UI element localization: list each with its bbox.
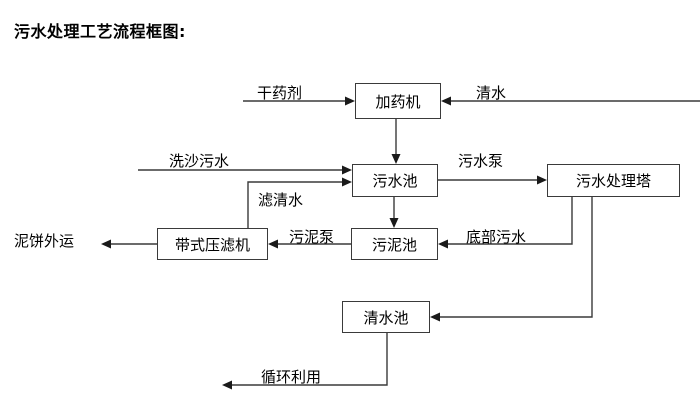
edge-label-dry-agent: 干药剂 (257, 84, 303, 102)
arrowhead-sand-wash (342, 165, 352, 175)
arrowhead-bottom-sewage (438, 239, 448, 249)
edge-tower-to-clear-pond (436, 197, 593, 318)
edge-label-bottom-sewage: 底部污水 (466, 228, 527, 246)
arrowhead-sewage-to-sludge (389, 218, 399, 228)
node-label: 清水池 (363, 308, 409, 327)
node-clear-water-pond[interactable]: 清水池 (342, 301, 430, 333)
arrowhead-dry-agent (345, 96, 355, 106)
edge-clear-pond-recycle (229, 333, 388, 386)
node-belt-filter-press[interactable]: 带式压滤机 (157, 228, 268, 260)
arrowhead-clean-water (441, 96, 451, 106)
node-label: 带式压滤机 (174, 235, 250, 254)
node-label: 加药机 (375, 92, 421, 111)
edge-label-sand-wash-sewage: 洗沙污水 (169, 152, 230, 170)
page-title: 污水处理工艺流程框图: (14, 22, 186, 41)
terminal-label-cake-out: 泥饼外运 (14, 232, 75, 250)
edge-label-sludge-pump: 污泥泵 (289, 228, 335, 246)
arrowhead-cake-out (101, 239, 111, 249)
node-label: 污水处理塔 (575, 172, 651, 190)
node-sludge-pit[interactable]: 污泥池 (351, 228, 438, 260)
edge-label-clean-water: 清水 (476, 84, 507, 102)
arrowhead-sludge-pump (268, 239, 278, 249)
edge-label-sewage-pump: 污水泵 (458, 152, 504, 170)
node-sewage-treatment-tower[interactable]: 污水处理塔 (547, 164, 680, 197)
edge-tower-to-sludge-pit (444, 197, 573, 245)
node-label: 污水池 (372, 172, 418, 190)
edge-label-recycle: 循环利用 (261, 368, 322, 386)
edge-label-filtrate: 滤清水 (258, 191, 304, 209)
node-label: 污泥池 (371, 235, 417, 254)
arrowhead-filtrate (342, 177, 352, 187)
node-dosing-machine[interactable]: 加药机 (355, 83, 441, 119)
edge-filtrate-to-sewage-pit (247, 181, 346, 228)
arrowhead-sewage-pump (537, 175, 547, 185)
arrowhead-recycle (222, 380, 232, 390)
arrowhead-dosing-down (391, 154, 401, 164)
arrowhead-tower-to-clear (430, 312, 440, 322)
node-sewage-pit[interactable]: 污水池 (352, 164, 438, 197)
